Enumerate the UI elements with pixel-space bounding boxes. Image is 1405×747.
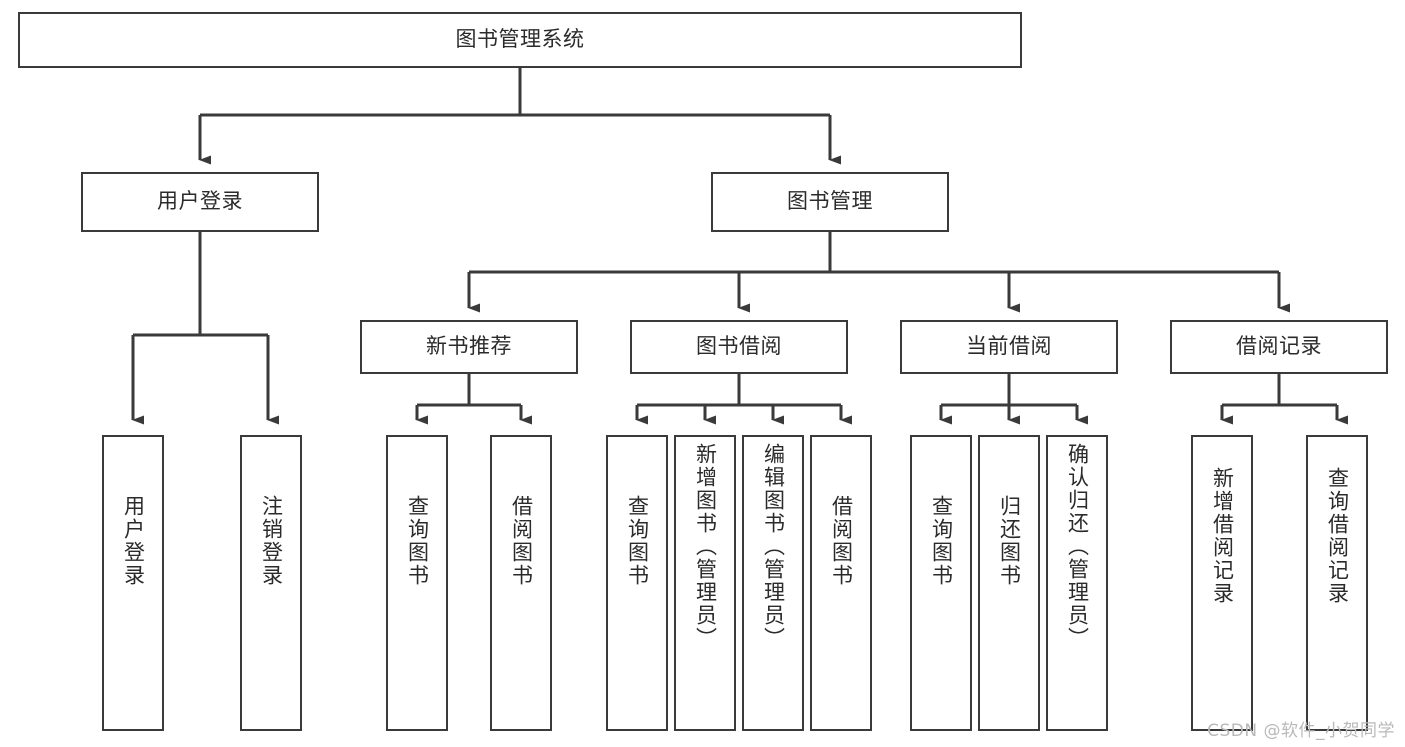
leaf-query-book-current[interactable]: 查询图书	[910, 435, 972, 731]
leaf-borrow-book-recommend[interactable]: 借阅图书	[490, 435, 552, 731]
node-book-management[interactable]: 图书管理	[711, 172, 949, 232]
node-label: 图书管理	[787, 189, 873, 214]
node-borrow-record[interactable]: 借阅记录	[1170, 320, 1388, 374]
node-label: 查询图书	[405, 495, 430, 587]
leaf-user-login[interactable]: 用户登录	[102, 435, 164, 731]
node-label: 查询借阅记录	[1325, 467, 1350, 605]
leaf-user-logout[interactable]: 注销登录	[240, 435, 302, 731]
leaf-query-book-recommend[interactable]: 查询图书	[386, 435, 448, 731]
node-new-book-recommend[interactable]: 新书推荐	[360, 320, 578, 374]
node-label: 用户登录	[121, 495, 146, 587]
node-label: 注销登录	[259, 495, 284, 587]
node-label: 借阅图书	[509, 495, 534, 587]
node-label: 新增借阅记录	[1210, 467, 1235, 605]
leaf-query-borrow-record[interactable]: 查询借阅记录	[1306, 435, 1368, 731]
node-root-library-management-system[interactable]: 图书管理系统	[18, 12, 1022, 68]
node-book-borrow[interactable]: 图书借阅	[630, 320, 848, 374]
node-label: 查询图书	[929, 495, 954, 587]
leaf-edit-book-admin[interactable]: 编辑图书（管理员）	[742, 435, 804, 731]
leaf-add-book-admin[interactable]: 新增图书（管理员）	[674, 435, 736, 731]
node-label: 归还图书	[997, 495, 1022, 587]
leaf-confirm-return-admin[interactable]: 确认归还（管理员）	[1046, 435, 1108, 731]
csdn-watermark: CSDN @软件_小贺同学	[1207, 721, 1395, 741]
leaf-add-borrow-record[interactable]: 新增借阅记录	[1191, 435, 1253, 731]
node-label: 借阅图书	[829, 495, 854, 587]
node-label: 图书借阅	[696, 334, 782, 359]
node-label: 当前借阅	[966, 334, 1052, 359]
leaf-return-book[interactable]: 归还图书	[978, 435, 1040, 731]
node-current-borrow[interactable]: 当前借阅	[900, 320, 1118, 374]
node-label: 编辑图书（管理员）	[761, 443, 786, 650]
node-label: 图书管理系统	[455, 27, 585, 52]
node-label: 新书推荐	[426, 334, 512, 359]
node-label: 借阅记录	[1236, 334, 1322, 359]
node-label: 确认归还（管理员）	[1065, 443, 1090, 650]
node-label: 查询图书	[625, 495, 650, 587]
node-label: 用户登录	[157, 189, 243, 214]
node-label: 新增图书（管理员）	[693, 443, 718, 650]
leaf-query-book-borrow[interactable]: 查询图书	[606, 435, 668, 731]
node-user-login[interactable]: 用户登录	[81, 172, 319, 232]
leaf-borrow-book[interactable]: 借阅图书	[810, 435, 872, 731]
